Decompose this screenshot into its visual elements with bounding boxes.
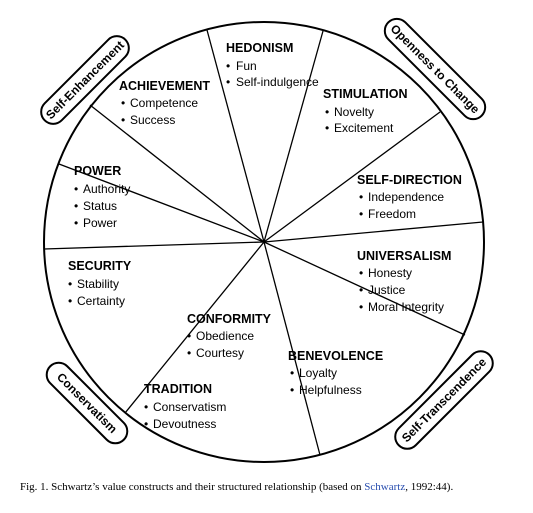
segment-benevolence: BENEVOLENCE • Loyalty • Helpfulness (288, 349, 383, 397)
segment-bullet: • (187, 329, 191, 343)
divider-hedonism-stimulation (263, 30, 324, 243)
wheel-dividers (43, 29, 484, 456)
caption-prefix: Fig. 1. Schwartz’s value constructs and … (20, 481, 364, 493)
segment-title: STIMULATION (323, 87, 407, 101)
segment-bullet: • (226, 75, 230, 89)
segment-self-direction: SELF-DIRECTION • Independence • Freedom (357, 173, 462, 221)
segment-title: CONFORMITY (187, 312, 272, 326)
caption-citation-link[interactable]: Schwartz (364, 481, 405, 493)
segment-achievement: ACHIEVEMENT • Competence • Success (119, 79, 210, 127)
segment-item: Freedom (368, 207, 416, 221)
segment-bullet: • (290, 366, 294, 380)
segment-item: Status (83, 199, 117, 213)
segment-item: Self-indulgence (236, 75, 319, 89)
divider-selfdirection-universalism (263, 221, 484, 243)
divider-benevolence-conformity (263, 241, 321, 456)
segment-item: Authority (83, 182, 130, 196)
segment-title: TRADITION (144, 382, 212, 396)
segment-bullet: • (359, 207, 363, 221)
caption-suffix: , 1992:44). (405, 481, 453, 493)
segment-bullet: • (74, 216, 78, 230)
segment-title: POWER (74, 164, 121, 178)
segment-stimulation: STIMULATION • Novelty • Excitement (323, 87, 407, 135)
segment-title: SECURITY (68, 259, 132, 273)
segment-bullet: • (325, 105, 329, 119)
segment-bullet: • (121, 113, 125, 127)
segment-item: Power (83, 216, 117, 230)
segment-bullet: • (359, 300, 363, 314)
segment-item: Novelty (334, 105, 374, 119)
segment-power: POWER • Authority • Status • Power (74, 164, 130, 230)
segment-title: BENEVOLENCE (288, 349, 383, 363)
segment-bullet: • (68, 277, 72, 291)
segment-title: UNIVERSALISM (357, 249, 451, 263)
segment-bullet: • (121, 96, 125, 110)
segment-bullet: • (74, 199, 78, 213)
segment-bullet: • (74, 182, 78, 196)
segment-conformity: CONFORMITY • Obedience • Courtesy (187, 312, 272, 360)
segment-tradition: TRADITION • Conservatism • Devoutness (144, 382, 226, 431)
segment-title: HEDONISM (226, 41, 293, 55)
segment-bullet: • (187, 346, 191, 360)
divider-tradition-security (43, 241, 265, 250)
segment-bullet: • (144, 400, 148, 414)
segment-item: Excitement (334, 121, 394, 135)
segment-item: Courtesy (196, 346, 244, 360)
segment-hedonism: HEDONISM • Fun • Self-indulgence (226, 41, 319, 89)
segment-item: Independence (368, 190, 444, 204)
divider-conformity-tradition (124, 241, 265, 414)
segment-item: Justice (368, 283, 406, 297)
segment-bullet: • (144, 417, 148, 431)
divider-power-achievement (89, 104, 265, 243)
segment-universalism: UNIVERSALISM • Honesty • Justice • Moral… (357, 249, 451, 314)
segment-bullet: • (68, 294, 72, 308)
segment-item: Certainty (77, 294, 125, 308)
segment-item: Obedience (196, 329, 254, 343)
segment-bullet: • (359, 266, 363, 280)
segment-item: Stability (77, 277, 119, 291)
segment-item: Moral Integrity (368, 300, 444, 314)
divider-security-power (58, 163, 265, 243)
segment-item: Conservatism (153, 400, 226, 414)
divider-universalism-benevolence (263, 241, 466, 336)
segment-bullet: • (290, 383, 294, 397)
segment-security: SECURITY • Stability • Certainty (68, 259, 132, 308)
segment-bullet: • (226, 59, 230, 73)
divider-stimulation-selfdirection (263, 111, 441, 243)
segment-item: Loyalty (299, 366, 337, 380)
segment-title: SELF-DIRECTION (357, 173, 462, 187)
segment-item: Competence (130, 96, 198, 110)
figure-caption: Fig. 1. Schwartz’s value constructs and … (20, 481, 453, 493)
segment-item: Honesty (368, 266, 412, 280)
segment-item: Devoutness (153, 417, 216, 431)
segment-title: ACHIEVEMENT (119, 79, 210, 93)
segment-bullet: • (359, 283, 363, 297)
segment-item: Helpfulness (299, 383, 362, 397)
divider-achievement-hedonism (206, 29, 265, 243)
segment-bullet: • (359, 190, 363, 204)
segment-bullet: • (325, 121, 329, 135)
segment-item: Fun (236, 59, 257, 73)
segment-item: Success (130, 113, 175, 127)
